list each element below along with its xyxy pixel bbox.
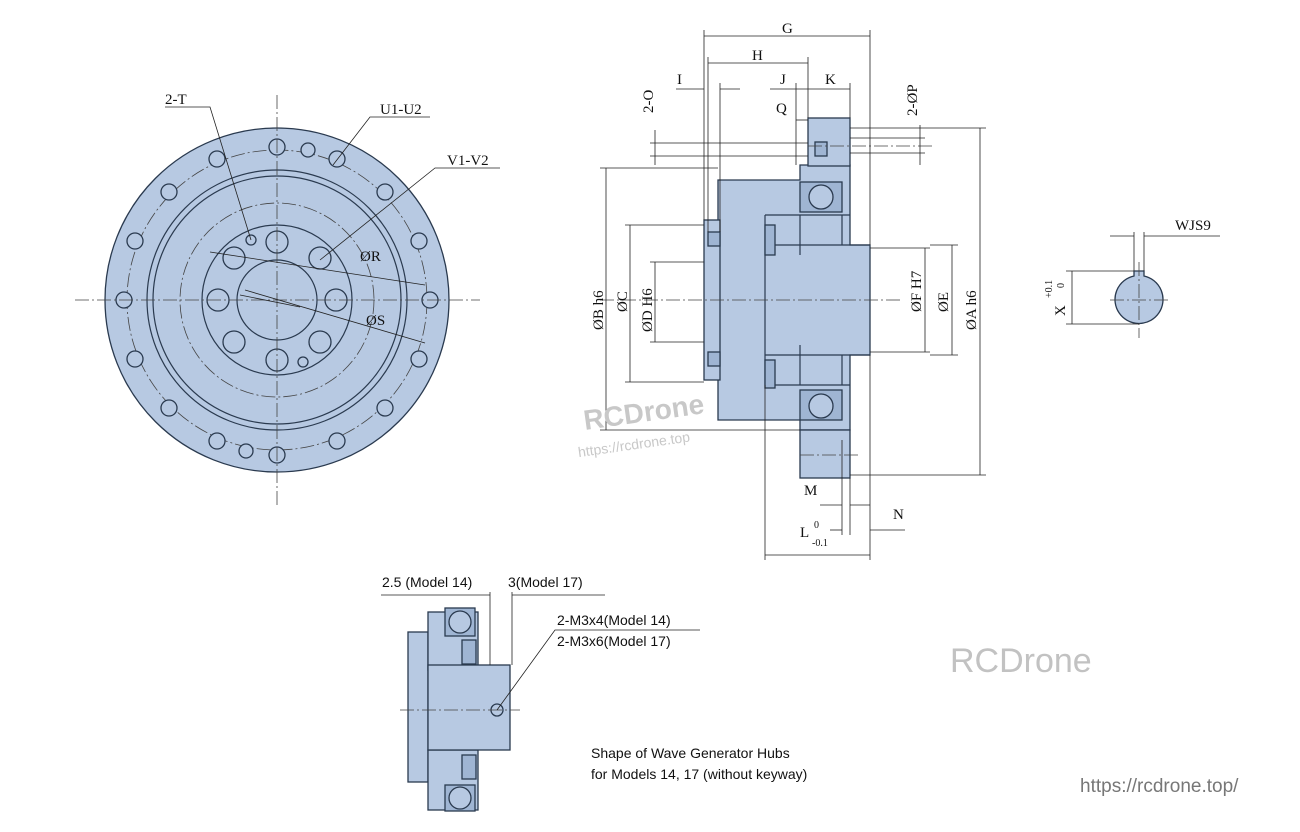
label-l: L [800,525,809,541]
label-o: 2-O [641,90,657,113]
label-w: WJS9 [1175,218,1211,234]
label-b: ØB h6 [591,290,607,330]
hub-caption-line2: for Models 14, 17 (without keyway) [591,766,807,782]
hub-view [381,592,700,812]
watermark-brand-right: RCDrone [950,642,1092,680]
label-g: G [782,21,793,37]
label-u: U1-U2 [380,102,422,118]
label-l-tol-upper: 0 [814,520,819,531]
label-p: 2-ØP [905,84,921,116]
hub-dim-model14: 2.5 (Model 14) [382,574,472,590]
label-r: ØR [360,249,381,265]
label-s: ØS [366,313,385,329]
hub-screw-model14: 2-M3x4(Model 14) [557,612,671,628]
label-t: 2-T [165,92,187,108]
label-q: Q [776,101,787,117]
key-detail [1066,232,1220,338]
section-dimensions [600,30,986,560]
label-j: J [780,72,786,88]
label-m: M [804,483,817,499]
hub-caption-line1: Shape of Wave Generator Hubs [591,745,790,761]
hub-dim-model17: 3(Model 17) [508,574,583,590]
label-x-tol-lower: 0 [1056,283,1067,288]
label-n: N [893,507,904,523]
label-c: ØC [615,291,631,312]
label-e: ØE [936,292,952,312]
label-h: H [752,48,763,64]
hub-screw-model17: 2-M3x6(Model 17) [557,633,671,649]
label-d: ØD H6 [640,288,656,332]
watermark-url-right: https://rcdrone.top/ [1080,776,1239,797]
label-x: X [1053,305,1069,316]
section-view [600,117,935,479]
label-a: ØA h6 [964,290,980,330]
label-k: K [825,72,836,88]
label-x-tol-upper: +0.1 [1044,280,1055,298]
label-f: ØF H7 [909,270,925,312]
label-l-tol-lower: -0.1 [812,538,828,549]
front-view [75,95,500,505]
watermark-center: RCDrone https://rcdrone.top [577,388,706,460]
label-i: I [677,72,682,88]
label-v: V1-V2 [447,153,489,169]
